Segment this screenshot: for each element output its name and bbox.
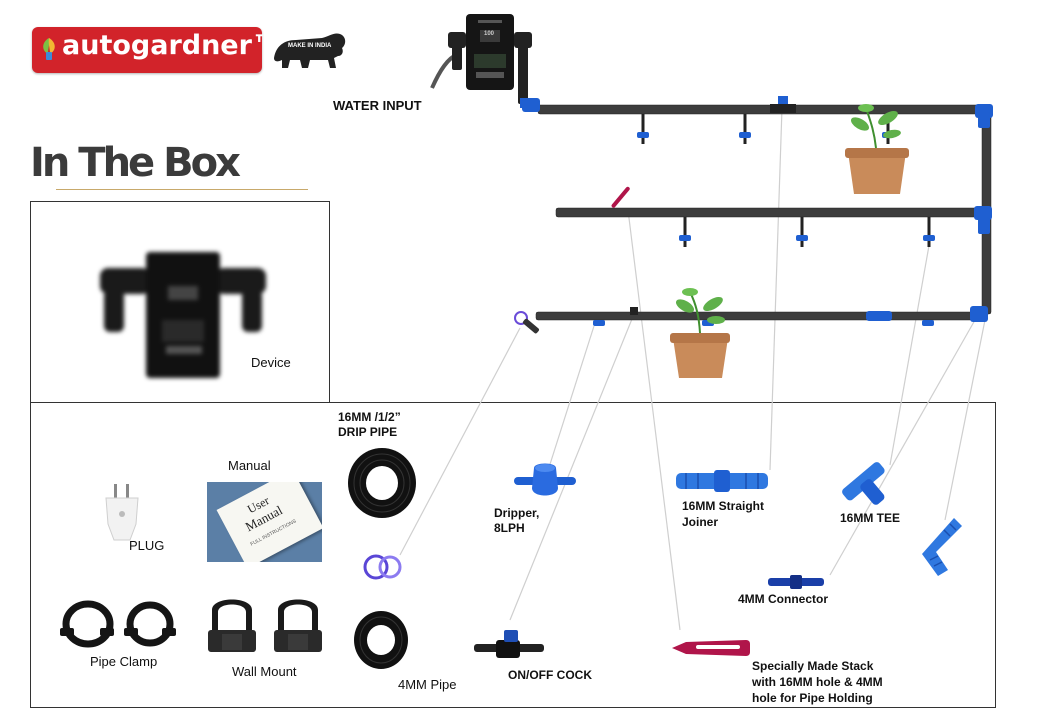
brand-logo — [32, 27, 262, 73]
water-input-label: WATER INPUT — [333, 98, 422, 113]
four-mm-pipe-coil-icon — [354, 611, 408, 669]
plant-pot-bottom — [670, 288, 730, 378]
dripper-label-2: 8LPH — [494, 521, 525, 535]
brand-name: autogardner™ — [62, 30, 279, 61]
stack-label-1: Specially Made Stack — [752, 659, 874, 673]
tee-label: 16MM TEE — [840, 511, 901, 525]
straight-joiner-label-1: 16MM Straight — [682, 499, 765, 513]
tee-fitting-icon — [842, 462, 885, 505]
straight-joiner-label-2: Joiner — [682, 515, 719, 529]
dripper-label-1: Dripper, — [494, 506, 540, 520]
four-mm-connector-icon — [768, 575, 824, 589]
pipe-clip-icon — [363, 554, 402, 580]
dripper-icon — [514, 463, 576, 496]
wall-mount-label: Wall Mount — [232, 664, 297, 679]
device-label: Device — [251, 355, 291, 370]
wall-mount-icon — [208, 599, 322, 652]
device-photo-icon — [100, 252, 266, 378]
stack-label-3: hole for Pipe Holding — [752, 691, 873, 705]
device-display-readout: 100 — [484, 31, 495, 37]
pipe-clamp-icon — [60, 600, 176, 648]
plug-label: PLUG — [129, 538, 165, 553]
manual-booklet: User Manual FULL INSTRUCTIONS — [216, 482, 322, 562]
on-off-cock-label: ON/OFF COCK — [508, 668, 592, 682]
drip-pipe-label-1: 16MM /1/2” — [338, 410, 401, 424]
four-mm-pipe-label: 4MM Pipe — [398, 677, 457, 692]
on-off-cock-icon — [474, 630, 544, 658]
drip-pipe-label-2: DRIP PIPE — [338, 425, 398, 439]
manual-label: Manual — [228, 458, 271, 473]
make-in-india-badge: MAKE IN INDIA — [288, 43, 332, 49]
title-underline — [56, 189, 308, 190]
manual-photo: User Manual FULL INSTRUCTIONS — [207, 482, 322, 562]
leaf-icon — [43, 38, 55, 60]
drip-pipe-coil-icon — [348, 448, 416, 518]
components-frame — [30, 402, 996, 708]
stack-label-2: with 16MM hole & 4MM — [752, 675, 883, 689]
four-mm-connector-label: 4MM Connector — [738, 592, 828, 606]
make-in-india-lion-icon — [274, 33, 346, 68]
page-title: In The Box — [30, 140, 241, 186]
plug-icon — [105, 484, 139, 541]
stack-icon — [672, 640, 750, 656]
pipe-clamp-label: Pipe Clamp — [90, 654, 158, 669]
elbow-fitting-icon — [922, 518, 962, 576]
controller-device-icon — [448, 14, 532, 108]
plant-pot-top — [845, 104, 909, 194]
straight-joiner-icon — [676, 470, 768, 492]
